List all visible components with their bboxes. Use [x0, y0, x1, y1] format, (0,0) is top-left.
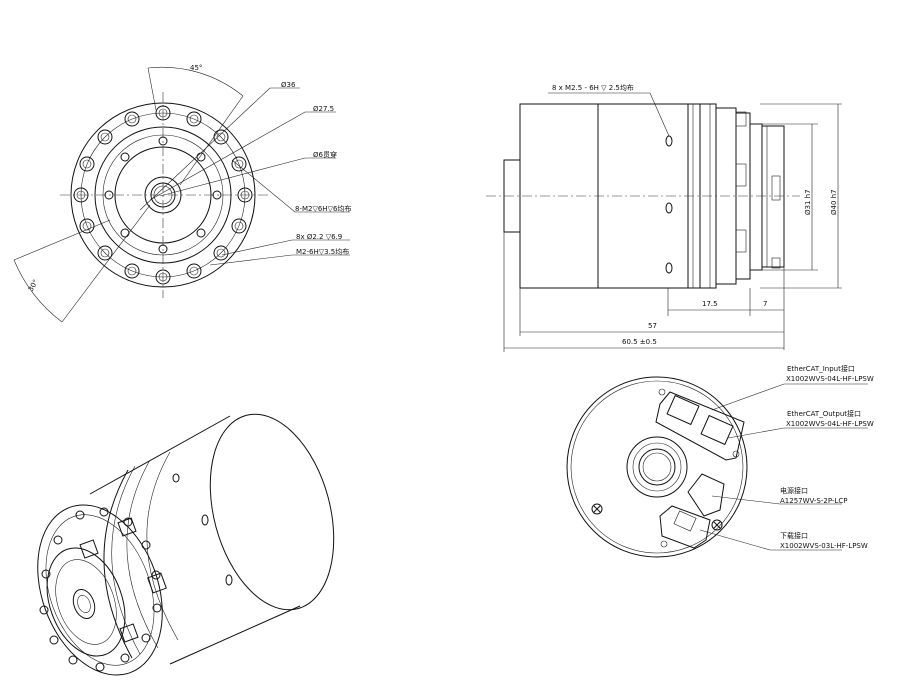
- rear-view: EtherCAT_Input接口 X1002WVS-04L-HF-LPSW Et…: [566, 364, 874, 558]
- download-connector: [659, 505, 711, 549]
- dia-31-h7-label: Ø31 h7: [804, 189, 812, 215]
- angle-45-label: 45°: [190, 64, 202, 72]
- ethercat-input-part: X1002WVS-04L-HF-LPSW: [786, 375, 874, 383]
- dim-7-label: 7: [763, 300, 767, 308]
- dim-17-5-label: 17.5: [702, 300, 718, 308]
- power-connector: [687, 473, 725, 517]
- download-part: X1002WVS-03L-HF-LPSW: [780, 542, 868, 550]
- holes-8x-2-2-label: 8x Ø2.2 ▽6.9: [296, 233, 342, 241]
- ethercat-connectors: [655, 391, 745, 461]
- download-label: 下载接口: [780, 531, 808, 540]
- screw-icon: [711, 519, 723, 531]
- angle-30-label: 30°: [27, 278, 40, 293]
- holes-8-m2-label: 8-M2▽6H▽6均布: [295, 204, 351, 213]
- holes-8x-m25-label: 8 x M2.5 - 6H ▽ 2.5均布: [552, 83, 634, 92]
- dia-27-5-label: Ø27.5: [313, 105, 334, 113]
- dia-36-label: Ø36: [281, 81, 296, 89]
- side-view: 8 x M2.5 - 6H ▽ 2.5均布 Ø31 h7 Ø40 h7 17.5…: [486, 83, 842, 352]
- dim-57-label: 57: [648, 322, 657, 330]
- ethercat-output-label: EtherCAT_Output接口: [787, 409, 861, 418]
- holes-m2-6h-label: M2-6H▽3.5均布: [296, 247, 349, 256]
- flange-holes: [73, 105, 253, 285]
- inner-holes: [104, 136, 222, 254]
- power-part: A1257WV-S-2P-LCP: [780, 497, 847, 505]
- screw-icon: [591, 503, 603, 515]
- dia-40-h7-label: Ø40 h7: [830, 189, 838, 215]
- iso-flange-holes: [39, 507, 162, 672]
- power-label: 电源接口: [780, 486, 808, 495]
- isometric-view: [37, 413, 335, 676]
- dim-60-5-label: 60.5 ±0.5: [622, 338, 657, 346]
- ethercat-input-label: EtherCAT_Input接口: [787, 364, 855, 373]
- dia-6-through-label: Ø6贯穿: [313, 150, 337, 159]
- ethercat-output-part: X1002WVS-04L-HF-LPSW: [786, 420, 874, 428]
- front-view: 45° 30° Ø36 Ø27.5 Ø6贯穿 8-M2▽6H▽6均布 8x Ø2…: [13, 64, 351, 323]
